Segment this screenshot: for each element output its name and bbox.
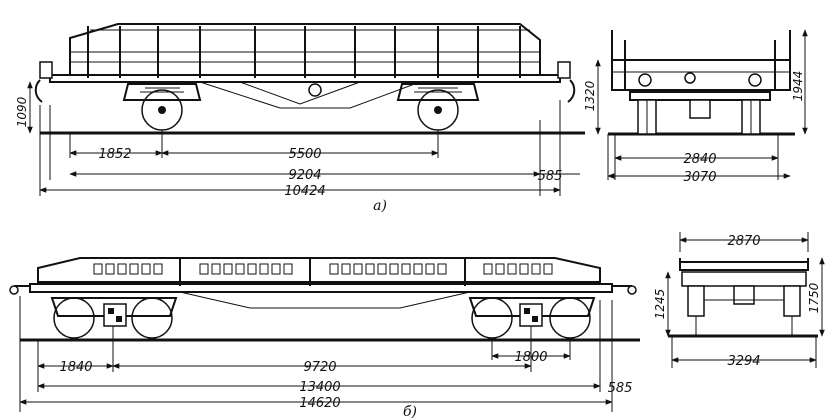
dim-1090: 1090 bbox=[15, 96, 29, 127]
dim-585-b: 585 bbox=[608, 381, 633, 396]
dim-3070: 3070 bbox=[683, 170, 716, 185]
bogie-right-b bbox=[468, 297, 596, 339]
deck-openings bbox=[93, 263, 553, 275]
figure-a-side-view: 1090 1852 5500 9204 585 10424 а) bbox=[15, 23, 585, 214]
bogie-left-a bbox=[122, 83, 202, 131]
figure-a-end-view: 1320 1944 2840 3070 bbox=[583, 29, 808, 185]
dim-3294: 3294 bbox=[727, 354, 760, 369]
dim-2840: 2840 bbox=[683, 152, 716, 167]
dim-1750: 1750 bbox=[807, 282, 821, 313]
dim-13400: 13400 bbox=[299, 380, 340, 395]
dim-9204: 9204 bbox=[288, 168, 321, 183]
dim-1800: 1800 bbox=[514, 350, 547, 365]
dim-2870: 2870 bbox=[727, 234, 760, 249]
platform-deck bbox=[37, 257, 601, 283]
underframe bbox=[49, 74, 561, 83]
caption-a: а) bbox=[373, 198, 387, 214]
figure-b-end-view: 2870 1245 1750 3294 bbox=[653, 232, 825, 369]
stanchions bbox=[87, 26, 521, 78]
dim-5500: 5500 bbox=[288, 147, 321, 162]
dim-10424: 10424 bbox=[284, 184, 325, 199]
dim-1944: 1944 bbox=[791, 71, 805, 102]
bogie-left-b bbox=[50, 297, 178, 339]
dim-585-a: 585 bbox=[538, 169, 563, 184]
dim-9720: 9720 bbox=[303, 360, 336, 375]
dim-1852: 1852 bbox=[98, 147, 131, 162]
dim-1320: 1320 bbox=[583, 80, 597, 111]
figure-b-side-view: 1800 1840 9720 13400 585 14620 б) bbox=[9, 257, 640, 420]
bogie-right-a bbox=[396, 83, 480, 131]
dim-1245: 1245 bbox=[653, 289, 667, 320]
dim-14620: 14620 bbox=[299, 396, 340, 411]
caption-b: б) bbox=[403, 404, 417, 420]
dim-1840: 1840 bbox=[59, 360, 92, 375]
